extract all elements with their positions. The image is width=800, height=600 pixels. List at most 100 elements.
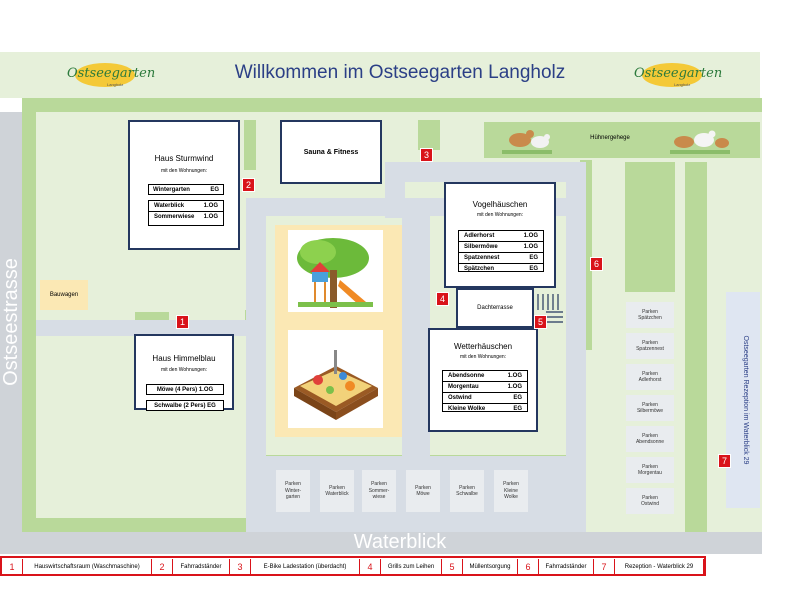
unit-floor: 1.OG [523, 233, 538, 239]
chicken-label: Hühnergehege [590, 135, 630, 141]
legend-number: 4 [367, 561, 373, 572]
chicken-icon [502, 130, 552, 154]
parking-label: Parken [642, 432, 658, 439]
parking-label: Parken [642, 463, 658, 470]
unit-list: Adlerhorst 1.OG Silbermöwe 1.OG Spatzenn… [458, 230, 544, 272]
parking-label: Parken [642, 308, 658, 315]
house-vogelhaeuschen[interactable]: Vogelhäuschen mit den Wohnungen: Adlerho… [444, 182, 556, 288]
parking-label: wiese [372, 494, 386, 501]
house-subtitle: mit den Wohnungen: [476, 212, 524, 218]
parking-label: Parken [285, 481, 301, 488]
unit-name: Silbermöwe [464, 244, 498, 250]
parking-label: Schwalbe [456, 491, 478, 497]
parking-label: Waterblick [325, 491, 349, 497]
dachterrasse[interactable]: Dachterrasse [456, 288, 534, 328]
marker-6[interactable]: 6 [590, 257, 603, 271]
unit-silbermoewe[interactable]: Silbermöwe 1.OG [459, 241, 543, 252]
legend-label: Rezeption - Waterblick 29 [614, 559, 704, 574]
street-label-west: Ostseestrasse [0, 258, 22, 386]
parking-label: Silbermöwe [636, 408, 664, 414]
parking-label: garten [285, 494, 301, 501]
legend-number: 5 [449, 561, 455, 572]
parking-label: Parken [371, 481, 387, 488]
parking-label: Adlerhorst [638, 377, 662, 383]
house-wetterhaeuschen[interactable]: Wetterhäuschen mit den Wohnungen: Abends… [428, 328, 538, 432]
sauna-fitness[interactable]: Sauna & Fitness [280, 120, 382, 184]
logo-subtext: Langholz [674, 82, 691, 87]
logo-subtext: Langholz [107, 82, 124, 87]
unit-floor: EG [529, 255, 538, 261]
street-west [0, 112, 22, 532]
unit-floor: 1.OG [523, 244, 538, 250]
path [246, 198, 266, 530]
unit-waterblick[interactable]: Waterblick 1.OG [149, 201, 223, 211]
house-sturmwind[interactable]: Haus Sturmwind mit den Wohnungen: Winter… [128, 120, 240, 250]
parking-label: Parken [503, 481, 519, 488]
unit-name: Spätzchen [464, 266, 495, 272]
hedge-strip [418, 120, 440, 150]
marker-1[interactable]: 1 [176, 315, 189, 329]
chicken-icon [670, 130, 730, 154]
marker-3[interactable]: 3 [420, 148, 433, 162]
chicken-enclosure: Hühnergehege [484, 122, 760, 158]
unit-name: Ostwind [448, 395, 472, 401]
parking-label: Parken [642, 401, 658, 408]
parking-label: Parken [415, 484, 431, 491]
street-label-south: Waterblick [353, 531, 447, 553]
marker-7[interactable]: 7 [718, 454, 731, 468]
parking-label: Parken [642, 494, 658, 501]
unit-moewe[interactable]: Möwe (4 Pers) 1.OG [146, 384, 224, 395]
unit-spaetzchen[interactable]: Spätzchen EG [459, 263, 543, 274]
parking-label: Morgentau [638, 470, 662, 476]
legend-label: Hauswirtschaftsraum (Waschmaschine) [22, 559, 152, 574]
house-himmelblau[interactable]: Haus Himmelblau mit den Wohnungen: Möwe … [134, 334, 234, 411]
house-subtitle: mit den Wohnungen: [459, 354, 507, 360]
unit-name: Spatzennest [464, 255, 500, 261]
unit-sommerwiese[interactable]: Sommerwiese 1.OG [149, 211, 223, 222]
unit-wintergarten[interactable]: Wintergarten EG [148, 184, 224, 195]
legend-number: 6 [525, 561, 531, 572]
bauwagen: Bauwagen [40, 280, 88, 310]
house-subtitle: mit den Wohnungen: [160, 367, 208, 373]
playground-image [288, 230, 383, 312]
unit-name: Möwe (4 Pers) 1.OG [156, 386, 214, 393]
hedge-south [22, 518, 248, 532]
unit-name: Morgentau [448, 384, 479, 390]
legend-number: 7 [601, 561, 607, 572]
unit-abendsonne[interactable]: Abendsonne 1.OG [443, 371, 527, 381]
parking-label: Parken [459, 484, 475, 491]
parking-label: Kleine [504, 487, 518, 494]
logo-right: Ostseegarten Langholz [622, 60, 722, 90]
parking-label: Parken [329, 484, 345, 491]
legend-number: 3 [237, 561, 243, 572]
unit-schwalbe[interactable]: Schwalbe (2 Pers) EG [146, 400, 224, 411]
unit-morgentau[interactable]: Morgentau 1.OG [443, 381, 527, 392]
reception-building[interactable]: Ostseegarten Rezeption im Waterblick 29 [726, 292, 760, 508]
marker-2[interactable]: 2 [242, 178, 255, 192]
unit-name: Schwalbe (2 Pers) EG [154, 402, 216, 409]
parking-label: Parken [642, 339, 658, 346]
marker-5[interactable]: 5 [534, 315, 547, 329]
unit-spatzennest[interactable]: Spatzennest EG [459, 252, 543, 263]
unit-kleine-wolke[interactable]: Kleine Wolke EG [443, 403, 527, 414]
unit-floor: 1.OG [507, 373, 522, 379]
stairs-icon [537, 294, 563, 323]
unit-name: Kleine Wolke [448, 406, 486, 412]
unit-ostwind[interactable]: Ostwind EG [443, 392, 527, 403]
unit-adlerhorst[interactable]: Adlerhorst 1.OG [459, 231, 543, 241]
unit-floor: EG [210, 186, 219, 193]
marker-4[interactable]: 4 [436, 292, 449, 306]
